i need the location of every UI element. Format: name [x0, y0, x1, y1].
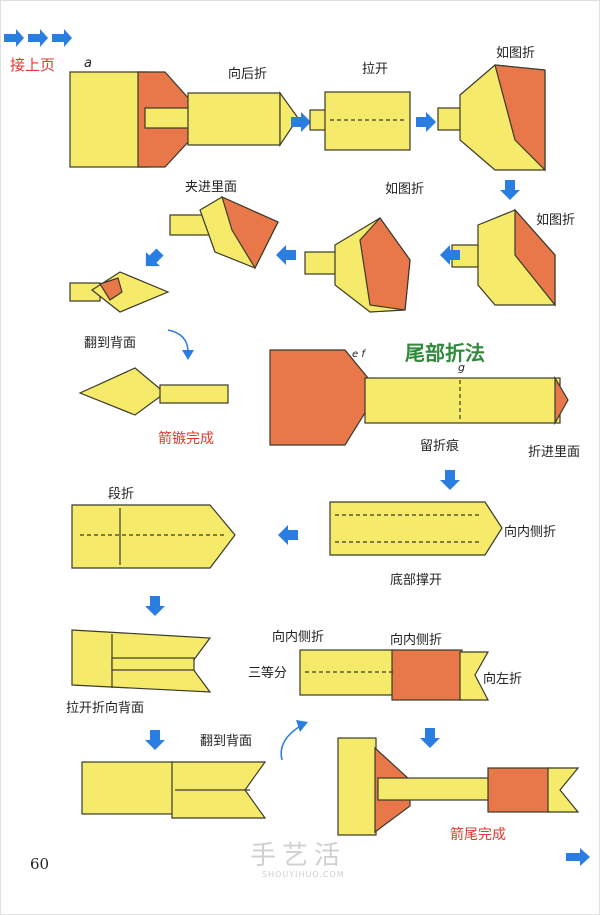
marker-a: a	[84, 56, 92, 71]
label-tuck-inside: 夹进里面	[185, 180, 238, 195]
arrowhead-complete-figure	[78, 367, 229, 416]
label-fold-left: 向左折	[483, 672, 523, 687]
step-1-figure	[69, 71, 299, 168]
label-three-equal: 三等分	[248, 666, 288, 681]
tail-step-5-figure	[299, 649, 490, 701]
label-fold-back: 向后折	[228, 67, 268, 82]
label-bottom-open: 底部撑开	[390, 573, 443, 588]
tail-step-1-figure	[269, 349, 569, 446]
step-5-figure	[304, 217, 411, 313]
tail-step-4-figure	[71, 629, 212, 693]
step-3-figure	[437, 64, 546, 172]
label-fold-inward-side-2: 向内侧折	[272, 630, 325, 645]
label-as-shown-2: 如图折	[385, 182, 425, 197]
step-2-figure	[309, 91, 411, 151]
label-fold-inward-side-3: 向内侧折	[390, 633, 443, 648]
label-pull-open-back: 拉开折向背面	[66, 701, 145, 716]
label-fold-inward-side-1: 向内侧折	[504, 525, 557, 540]
next-arrows-icon	[4, 29, 72, 47]
tail-step-2-figure	[329, 501, 503, 556]
label-as-shown-3: 如图折	[536, 213, 576, 228]
fletching-complete-figure	[337, 737, 580, 836]
label-fletching-done: 箭尾完成	[450, 827, 506, 843]
step-4-figure	[451, 208, 556, 307]
continue-label: 接上页	[10, 56, 56, 74]
label-step-fold: 段折	[108, 487, 135, 502]
watermark: 手艺活	[250, 841, 347, 871]
watermark-url: SHOUYIHUO.COM	[262, 870, 345, 879]
step-7-figure	[69, 271, 170, 313]
label-flip-back-2: 翻到背面	[200, 734, 253, 749]
label-keep-crease: 留折痕	[420, 439, 460, 454]
tail-step-3-figure	[71, 504, 236, 569]
marker-g: g	[458, 361, 465, 374]
next-page-arrow-icon	[566, 848, 590, 866]
label-arrowhead-done: 箭镞完成	[158, 431, 214, 447]
label-fold-inside: 折进里面	[528, 445, 581, 460]
label-flip-back-1: 翻到背面	[84, 336, 137, 351]
tail-title: 尾部折法	[405, 341, 485, 365]
step-6-figure	[169, 195, 279, 270]
marker-ef: e f	[352, 349, 365, 360]
tail-step-6-figure	[81, 761, 267, 819]
label-pull-open: 拉开	[362, 62, 389, 77]
page-number: 60	[30, 855, 50, 873]
label-as-shown-1: 如图折	[496, 46, 536, 61]
